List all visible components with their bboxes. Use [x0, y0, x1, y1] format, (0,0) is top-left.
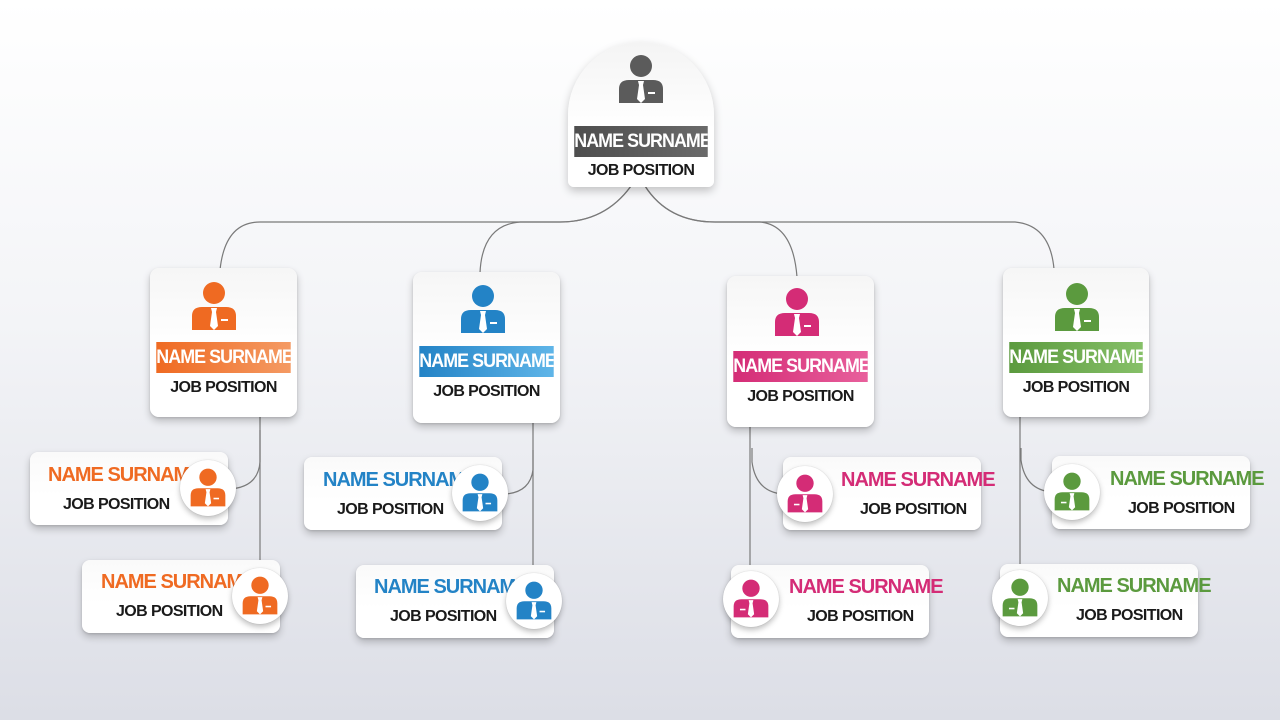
manager-name-band: NAME SURNAME	[156, 342, 291, 373]
subordinate-name: NAME SURNAME	[1057, 575, 1212, 597]
avatar	[506, 573, 562, 629]
person-icon	[516, 581, 552, 620]
person-icon	[461, 285, 505, 333]
connector-line	[479, 185, 632, 274]
subordinate-name: NAME SURNAME	[48, 464, 203, 486]
subordinate-job: JOB POSITION	[860, 501, 967, 518]
manager-node[interactable]: NAME SURNAME JOB POSITION	[150, 268, 297, 417]
person-icon	[190, 468, 226, 507]
subordinate-name: NAME SURNAME	[1110, 468, 1265, 490]
avatar	[180, 460, 236, 516]
avatar	[452, 465, 508, 521]
avatar	[232, 568, 288, 624]
subordinate-name: NAME SURNAME	[789, 576, 944, 598]
subordinate-job: JOB POSITION	[807, 608, 914, 625]
subordinate-name: NAME SURNAME	[323, 469, 478, 491]
person-icon	[192, 282, 236, 330]
subordinate-job: JOB POSITION	[337, 501, 444, 518]
person-icon	[1055, 283, 1099, 331]
manager-node[interactable]: NAME SURNAME JOB POSITION	[727, 276, 874, 427]
subordinate-job: JOB POSITION	[1128, 500, 1235, 517]
person-icon	[1002, 578, 1038, 617]
person-icon	[787, 474, 823, 513]
connector-line	[505, 450, 534, 495]
person-icon	[462, 473, 498, 512]
manager-node[interactable]: NAME SURNAME JOB POSITION	[1003, 268, 1149, 417]
subordinate-name: NAME SURNAME	[841, 469, 996, 491]
avatar	[992, 570, 1048, 626]
manager-name: NAME SURNAME	[1009, 347, 1143, 368]
connector-line	[644, 185, 1055, 270]
person-icon	[775, 288, 819, 336]
avatar	[1044, 464, 1100, 520]
subordinate-job: JOB POSITION	[116, 603, 223, 620]
manager-job: JOB POSITION	[170, 379, 277, 396]
subordinate-name: NAME SURNAME	[101, 571, 256, 593]
root-job: JOB POSITION	[587, 162, 695, 179]
connector-line	[219, 185, 632, 271]
person-icon	[242, 576, 278, 615]
connector-line	[644, 185, 798, 278]
subordinate-job: JOB POSITION	[63, 496, 170, 513]
avatar	[777, 466, 833, 522]
manager-name: NAME SURNAME	[156, 347, 291, 368]
root-node[interactable]: NAME SURNAME JOB POSITION	[568, 42, 714, 187]
subordinate-job: JOB POSITION	[1076, 607, 1183, 624]
subordinate-node[interactable]: NAME SURNAME JOB POSITION	[1044, 456, 1265, 529]
avatar	[723, 571, 779, 627]
manager-name: NAME SURNAME	[733, 356, 868, 377]
root-name-band: NAME SURNAME	[574, 126, 708, 157]
person-icon	[733, 579, 769, 618]
subordinate-name: NAME SURNAME	[374, 576, 529, 598]
manager-job: JOB POSITION	[433, 383, 540, 400]
subordinate-node[interactable]: NAME SURNAME JOB POSITION	[82, 560, 288, 633]
manager-name-band: NAME SURNAME	[733, 351, 868, 382]
subordinate-node[interactable]: NAME SURNAME JOB POSITION	[356, 565, 562, 638]
manager-job: JOB POSITION	[1022, 379, 1130, 396]
subordinate-node[interactable]: NAME SURNAME JOB POSITION	[30, 452, 236, 525]
subordinate-node[interactable]: NAME SURNAME JOB POSITION	[723, 565, 944, 638]
subordinate-node[interactable]: NAME SURNAME JOB POSITION	[992, 564, 1212, 637]
manager-node[interactable]: NAME SURNAME JOB POSITION	[413, 272, 560, 423]
manager-job: JOB POSITION	[747, 388, 854, 405]
manager-name-band: NAME SURNAME	[1009, 342, 1143, 373]
person-icon	[619, 55, 663, 103]
manager-name: NAME SURNAME	[419, 351, 554, 372]
person-icon	[1054, 472, 1090, 511]
root-name: NAME SURNAME	[574, 131, 708, 152]
subordinate-job: JOB POSITION	[390, 608, 497, 625]
subordinate-node[interactable]: NAME SURNAME JOB POSITION	[777, 457, 996, 530]
manager-name-band: NAME SURNAME	[419, 346, 554, 377]
subordinate-node[interactable]: NAME SURNAME JOB POSITION	[304, 457, 508, 530]
